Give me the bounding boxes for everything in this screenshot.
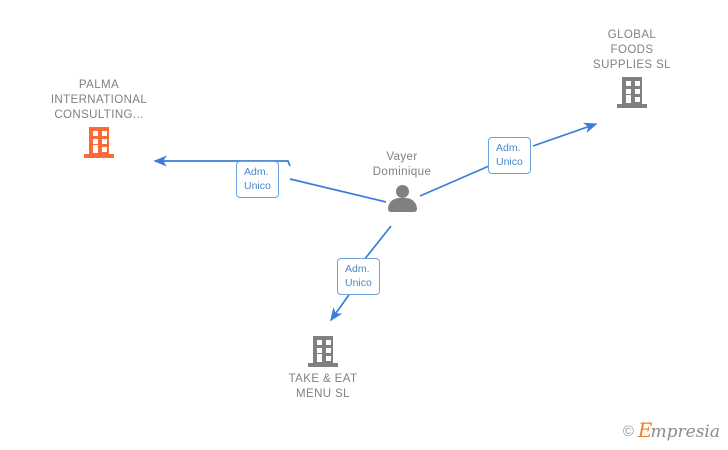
watermark: © Empresia (623, 420, 720, 442)
node-label: TAKE & EAT MENU SL (288, 373, 358, 400)
edge-line-palma-inner (289, 178, 387, 203)
node-label: GLOBAL FOODS SUPPLIES SL (593, 29, 671, 71)
brand-initial: E (637, 418, 653, 442)
edge-label-take-eat[interactable]: Adm. Unico (337, 258, 380, 295)
brand-logo: Empresia (638, 420, 720, 442)
edge-label-global-foods[interactable]: Adm. Unico (488, 137, 531, 174)
node-label: PALMA INTERNATIONAL CONSULTING... (50, 79, 148, 121)
edge-line-global-outer (532, 122, 598, 147)
edge-line-palma-outer (153, 155, 291, 167)
edge-line-takeeat-outer (330, 291, 352, 322)
edge-label-palma[interactable]: Adm. Unico (236, 161, 279, 198)
node-vayer-dominique[interactable]: Vayer Dominique (327, 150, 477, 220)
building-icon (306, 335, 340, 369)
edge-line-takeeat-inner (363, 225, 392, 261)
person-icon (385, 183, 419, 217)
node-label: Vayer Dominique (372, 151, 432, 178)
copyright-icon: © (622, 422, 634, 440)
node-global-foods-supplies-sl[interactable]: GLOBAL FOODS SUPPLIES SL (557, 28, 707, 113)
brand-name: mpresia (650, 422, 721, 442)
building-icon (615, 76, 649, 110)
building-icon (82, 126, 116, 160)
node-palma-international-consulting[interactable]: PALMA INTERNATIONAL CONSULTING... (24, 78, 174, 163)
edge-line-global-inner (419, 165, 490, 197)
node-take-eat-menu-sl[interactable]: TAKE & EAT MENU SL (248, 332, 398, 402)
